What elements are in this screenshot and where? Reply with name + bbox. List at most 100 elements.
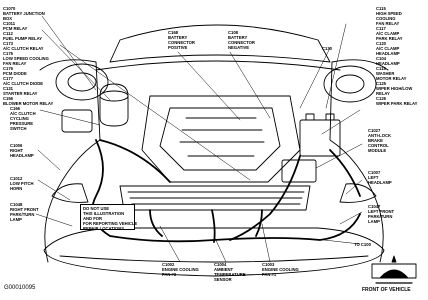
label-line: WASHER: [376, 71, 395, 76]
label-line: MODULE: [368, 148, 387, 153]
right-headlamp-shape: [51, 183, 89, 203]
label-line: HIGH SPEED: [376, 11, 402, 16]
label-line: POSITIVE: [168, 45, 188, 50]
label-line: WIPER HIGH/LOW: [376, 86, 413, 91]
engine-block: [141, 95, 301, 183]
note-line: THIS ILLUSTRATION: [83, 211, 125, 216]
label-line: C104: [376, 56, 387, 61]
label-line: C1012: [10, 176, 23, 181]
label-line: C1027: [368, 128, 381, 133]
label-line: HEADLAMP: [376, 51, 400, 56]
label-line: RELAY: [376, 91, 390, 96]
label-line: BRAKE: [368, 138, 383, 143]
label-line: RIGHT FRONT: [10, 207, 39, 212]
label-line: C1006: [10, 143, 23, 148]
label-line: C1003: [262, 262, 275, 267]
label-line: C1004: [214, 262, 227, 267]
hood-outline: [109, 24, 331, 63]
label-line: FAN RELAY: [3, 61, 27, 66]
label-line: C1070: [3, 6, 16, 11]
left-headlamp-shape: [339, 183, 377, 203]
label-line: TEMPERATURE: [214, 272, 246, 277]
front-arrow-icon: [371, 255, 417, 284]
label-line: C1047: [368, 204, 381, 209]
figure-id: G00010095: [4, 285, 36, 291]
label-line: FAN #2: [162, 272, 177, 277]
label-line: A/C CLUTCH: [10, 111, 36, 116]
label-line: C176: [3, 66, 14, 71]
battery: [299, 119, 341, 157]
label-line: HORN: [10, 186, 23, 191]
radiator: [119, 185, 311, 211]
label-line: FAN RELAY: [376, 21, 400, 26]
label-line: C156: [3, 96, 14, 101]
label-line: ENGINE COOLING: [262, 267, 299, 272]
label-line: NEGATIVE: [228, 45, 250, 50]
label-line: PARK RELAY: [376, 36, 403, 41]
label-line: HEADLAMP: [376, 61, 400, 66]
label-line: C108: [228, 30, 239, 35]
wiring-harness: [91, 139, 361, 243]
label-line: BOX: [3, 16, 13, 21]
label-line: CONNECTOR: [168, 40, 195, 45]
label-line: CONTROL: [368, 143, 389, 148]
label-line: HEADLAMP: [368, 180, 392, 185]
label-line: FUEL PUMP RELAY: [3, 36, 43, 41]
label-line: C173: [3, 41, 14, 46]
label-line: PARK/TURN: [368, 214, 393, 219]
label-line: C1048: [10, 202, 23, 207]
right-fender: [39, 59, 101, 263]
label-line: C117: [376, 26, 386, 31]
label-line: C118: [376, 66, 386, 71]
label-line: C168: [168, 30, 179, 35]
label-line: SWITCH: [10, 126, 27, 131]
label-line: BATTERY: [228, 35, 248, 40]
label-line: PRESSURE: [10, 121, 34, 126]
label-line: C131: [3, 86, 14, 91]
label-line: WIPER PARK RELAY: [376, 101, 418, 106]
leader-lines: [35, 15, 363, 263]
label-line: C1011: [3, 21, 16, 26]
label-line: C1007: [368, 170, 381, 175]
label-line: C112: [3, 31, 13, 36]
label-line: RIGHT: [10, 148, 24, 153]
label-line: C177: [3, 76, 14, 81]
label-line: LAMP: [368, 219, 380, 224]
label-line: TO C100: [354, 242, 371, 247]
label-line: ANTI-LOCK: [368, 133, 392, 138]
label-line: C175: [3, 51, 14, 56]
label-line: C130: [322, 46, 333, 51]
label-line: C115: [376, 6, 386, 11]
label-line: A/C CLUTCH RELAY: [3, 46, 44, 51]
note-line: AND FOR: [83, 216, 103, 221]
left-strut-tower: [323, 65, 377, 103]
label-line: LEFT FRONT: [368, 209, 395, 214]
label-line: COOLING: [376, 16, 396, 21]
note-line: REPAIR LOCATIONS: [83, 226, 125, 231]
label-line: C120: [376, 41, 387, 46]
label-line: LOW PITCH: [10, 181, 34, 186]
junction-box: [61, 109, 93, 133]
label-line: C166: [10, 106, 21, 111]
label-line: A/C CLAMP: [376, 46, 400, 51]
label-line: A/C CLAMP: [376, 31, 400, 36]
label-line: PCM DIODE: [3, 71, 27, 76]
label-line: FAN #1: [262, 272, 277, 277]
coolant-reservoir: [99, 83, 129, 127]
label-line: MOTOR RELAY: [376, 76, 407, 81]
label-line: AMBIENT: [214, 267, 234, 272]
